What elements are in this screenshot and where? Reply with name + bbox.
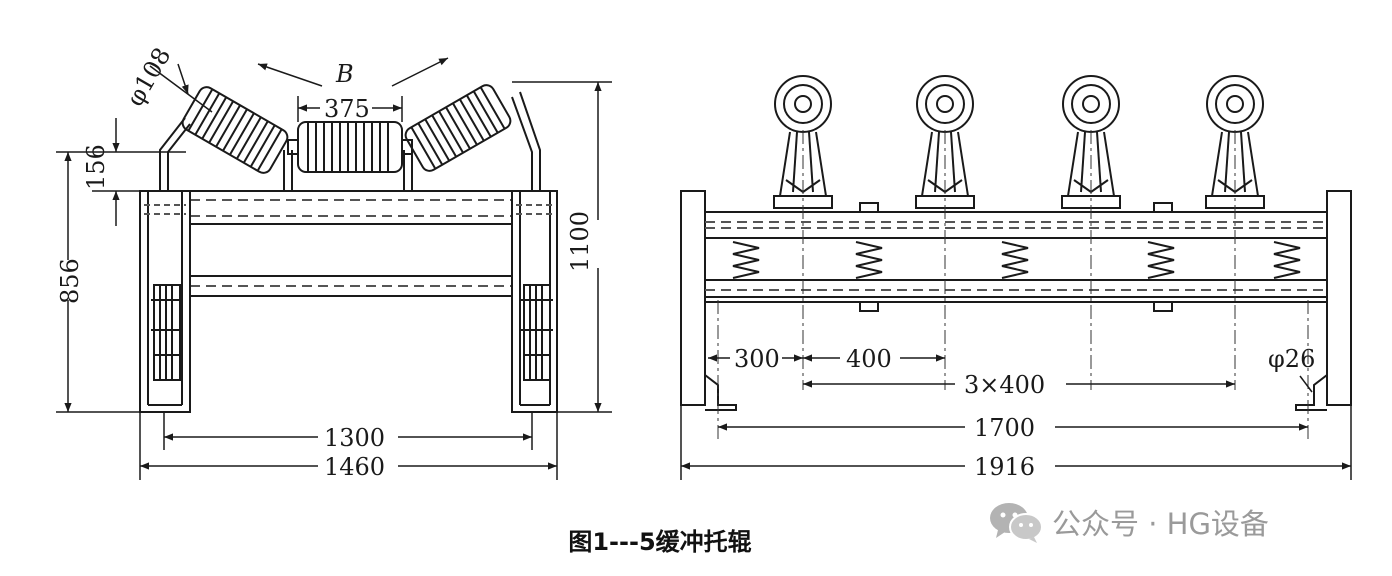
right-dimension-lines <box>680 354 1352 480</box>
right-end-plate <box>1295 190 1352 411</box>
dim-belt-width: B <box>335 60 354 88</box>
dim-roller-diameter: φ108 <box>121 43 177 111</box>
wechat-icon <box>990 503 1043 543</box>
figure-caption: 图1---5缓冲托辊 <box>568 528 752 556</box>
roller-brackets <box>159 91 541 191</box>
dim-total-height: 1100 <box>566 211 594 272</box>
watermark: 公众号 · HG设备 <box>988 500 1269 544</box>
dim-first-spacing: 300 <box>734 345 780 373</box>
right-inclined-roller <box>404 84 512 172</box>
center-roller <box>287 121 413 173</box>
spring-4 <box>1147 241 1175 279</box>
dim-repeat-spacing: 3×400 <box>964 371 1045 399</box>
dim-side-height: 156 <box>82 144 110 190</box>
center-lines <box>717 130 1309 440</box>
right-column <box>511 190 558 413</box>
bolt-2 <box>1153 202 1173 312</box>
lower-channel-beam <box>705 279 1327 303</box>
dim-outer-width: 1460 <box>324 453 385 481</box>
left-dimension-lines <box>56 57 612 480</box>
left-column <box>139 190 191 413</box>
watermark-text: 公众号 · HG设备 <box>1052 507 1269 541</box>
left-end-plate <box>680 190 737 411</box>
dim-inner-width: 1300 <box>324 424 385 452</box>
lower-beam <box>190 275 512 297</box>
left-inclined-roller <box>181 86 289 174</box>
upper-channel-beam <box>705 211 1327 239</box>
right-view-drawing <box>680 75 1352 480</box>
dim-second-spacing: 400 <box>846 345 892 373</box>
spring-2 <box>855 241 883 279</box>
top-beam <box>140 190 555 225</box>
spring-3 <box>1001 241 1029 279</box>
spring-5 <box>1273 241 1301 279</box>
dim-center-roller: 375 <box>324 95 370 123</box>
spring-1 <box>732 241 760 279</box>
dim-hole-spacing: 1700 <box>974 414 1035 442</box>
dim-total-length: 1916 <box>974 453 1035 481</box>
dim-hole-diameter: φ26 <box>1268 345 1315 373</box>
dim-frame-height: 856 <box>56 258 84 304</box>
left-view-drawing <box>56 57 612 480</box>
bolt-1 <box>859 202 879 312</box>
